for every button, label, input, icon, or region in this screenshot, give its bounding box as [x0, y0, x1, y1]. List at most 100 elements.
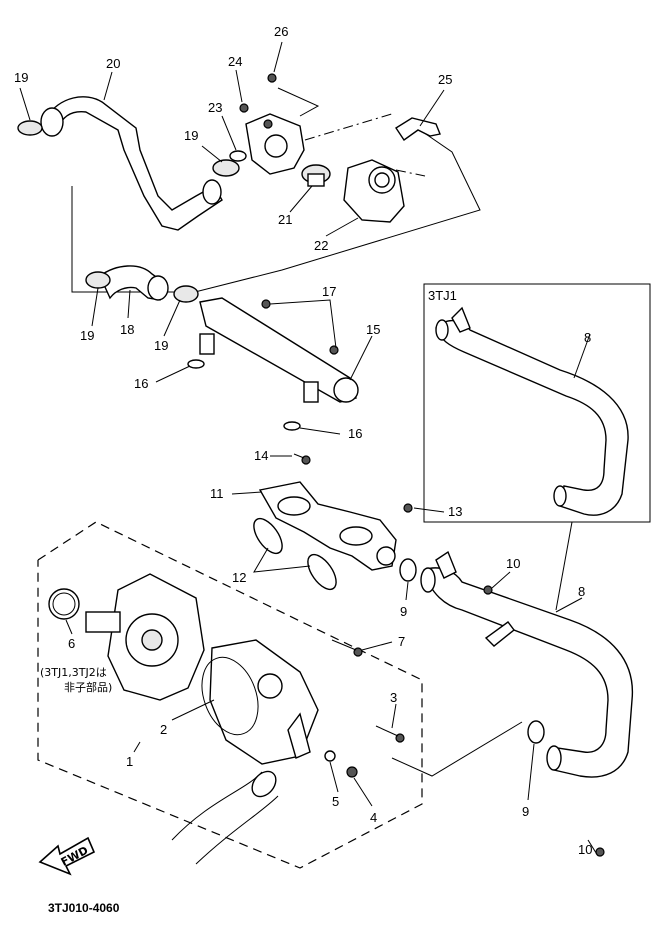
callout-13: 13: [448, 504, 462, 519]
leader-9a: [405, 581, 409, 601]
callout-12: 12: [232, 570, 246, 585]
leader-8b: [555, 597, 583, 613]
model-3tj1-inset-box: [423, 283, 651, 523]
leader-12: [253, 547, 311, 573]
callout-8-main: 8: [578, 584, 585, 599]
leader-19a: [19, 87, 31, 121]
leader-13: [413, 507, 445, 513]
bolt-26: [267, 73, 277, 83]
leader-1: [133, 741, 141, 753]
hose-clamp-19-mid-right: [173, 285, 199, 303]
bolt-7-shaft: [331, 639, 357, 651]
hose-20-end-right: [202, 179, 222, 205]
pipe-8-small-hose: [484, 621, 515, 647]
bolt-4: [346, 766, 358, 778]
callout-7: 7: [398, 634, 405, 649]
callout-10-upper: 10: [506, 556, 520, 571]
o-ring-9-upper: [399, 558, 417, 582]
callout-25: 25: [438, 72, 452, 87]
pipe-8-end-top: [420, 567, 436, 593]
leader-16a: [155, 365, 191, 383]
lower-hose-end: [251, 770, 277, 798]
hose-18-end: [147, 275, 169, 301]
o-ring-9-lower: [527, 720, 545, 744]
leader-19c: [91, 287, 99, 327]
pipe-8-3tj1-end-top: [435, 319, 449, 341]
callout-10-lower: 10: [578, 842, 592, 857]
leader-5: [329, 761, 339, 793]
callout-15: 15: [366, 322, 380, 337]
callout-18: 18: [120, 322, 134, 337]
thermostat-housing-port-inner: [374, 172, 390, 188]
callout-14: 14: [254, 448, 268, 463]
water-outlet-pipe-11: [258, 481, 397, 571]
pipe-15-nipple-left: [199, 333, 215, 355]
outlet-11-flange-b: [339, 526, 373, 546]
callout-21: 21: [278, 212, 292, 227]
diagram-part-code: 3TJ010-4060: [48, 901, 120, 915]
leader-9b: [527, 743, 535, 801]
leader-20: [103, 71, 113, 101]
bolt-3-shaft: [375, 725, 399, 737]
leader-15: [349, 335, 373, 381]
outlet-11-flange-a: [277, 496, 311, 516]
model-label-3tj1: 3TJ1: [428, 288, 457, 303]
water-pipe-8-3tj1: [435, 320, 629, 516]
callout-6: 6: [68, 636, 75, 651]
leader-6: [65, 619, 73, 635]
leader-16b: [299, 427, 341, 435]
callout-9-upper: 9: [400, 604, 407, 619]
hose-clamp-19-mid-left: [85, 271, 111, 289]
leader-21: [289, 185, 313, 213]
hose-20: [45, 96, 223, 231]
leader-7: [361, 641, 393, 651]
callout-19-mid-left: 19: [80, 328, 94, 343]
leader-4: [353, 777, 373, 807]
callout-3: 3: [390, 690, 397, 705]
leader-23: [221, 115, 237, 151]
note-line-1: (3TJ1,3TJ2は: [40, 666, 107, 679]
outlet-11-port: [376, 546, 396, 566]
bolt-hole-thermostat-cover: [263, 119, 273, 129]
fwd-arrow-icon: FWD: [38, 836, 96, 876]
bolt-14-shaft: [293, 453, 305, 459]
leader-11: [231, 491, 263, 495]
thermostat-21-body: [307, 173, 325, 187]
callout-8-inset: 8: [584, 330, 591, 345]
hose-20-end-left: [40, 107, 64, 137]
pipe-8-end-bottom: [546, 745, 562, 771]
top-group-bracket-line: [71, 129, 481, 293]
hose-clamp-19-top-left: [17, 120, 43, 136]
leader-2: [171, 699, 215, 721]
chain-line-22: [395, 169, 426, 177]
water-pipe-15-end: [333, 377, 359, 403]
o-ring-16-lower: [283, 421, 301, 431]
callout-16-upper: 16: [134, 376, 148, 391]
hose-clamp-19-top-mid: [212, 159, 240, 177]
callout-4: 4: [370, 810, 377, 825]
housing-port: [257, 673, 283, 699]
leader-22: [325, 217, 359, 237]
o-ring-16-upper: [187, 359, 205, 369]
water-pipe-15: [199, 297, 357, 403]
leader-19b: [201, 145, 223, 163]
leader-pipe-8-lower: [391, 721, 523, 777]
thermostat-cover-port: [264, 134, 288, 158]
gasket-12-a: [253, 517, 283, 555]
callout-19-top-left: 19: [14, 70, 28, 85]
bolt-24: [239, 103, 249, 113]
callout-19-mid-right: 19: [154, 338, 168, 353]
water-pipe-8: [423, 567, 634, 778]
callout-16-lower: 16: [348, 426, 362, 441]
note-line-2: 非子部品): [64, 680, 112, 694]
inset-leader-line: [555, 521, 573, 611]
o-ring-6-inner: [52, 592, 76, 616]
housing-outlet: [287, 712, 311, 759]
callout-1: 1: [126, 754, 133, 769]
callout-11: 11: [210, 486, 224, 501]
pipe-8-3tj1-end-bottom: [553, 485, 567, 507]
pipe-15-nipple-right: [303, 381, 319, 403]
gasket-12-b: [307, 553, 337, 591]
water-pump-assy-dashed-box: [37, 521, 423, 869]
callout-20: 20: [106, 56, 120, 71]
